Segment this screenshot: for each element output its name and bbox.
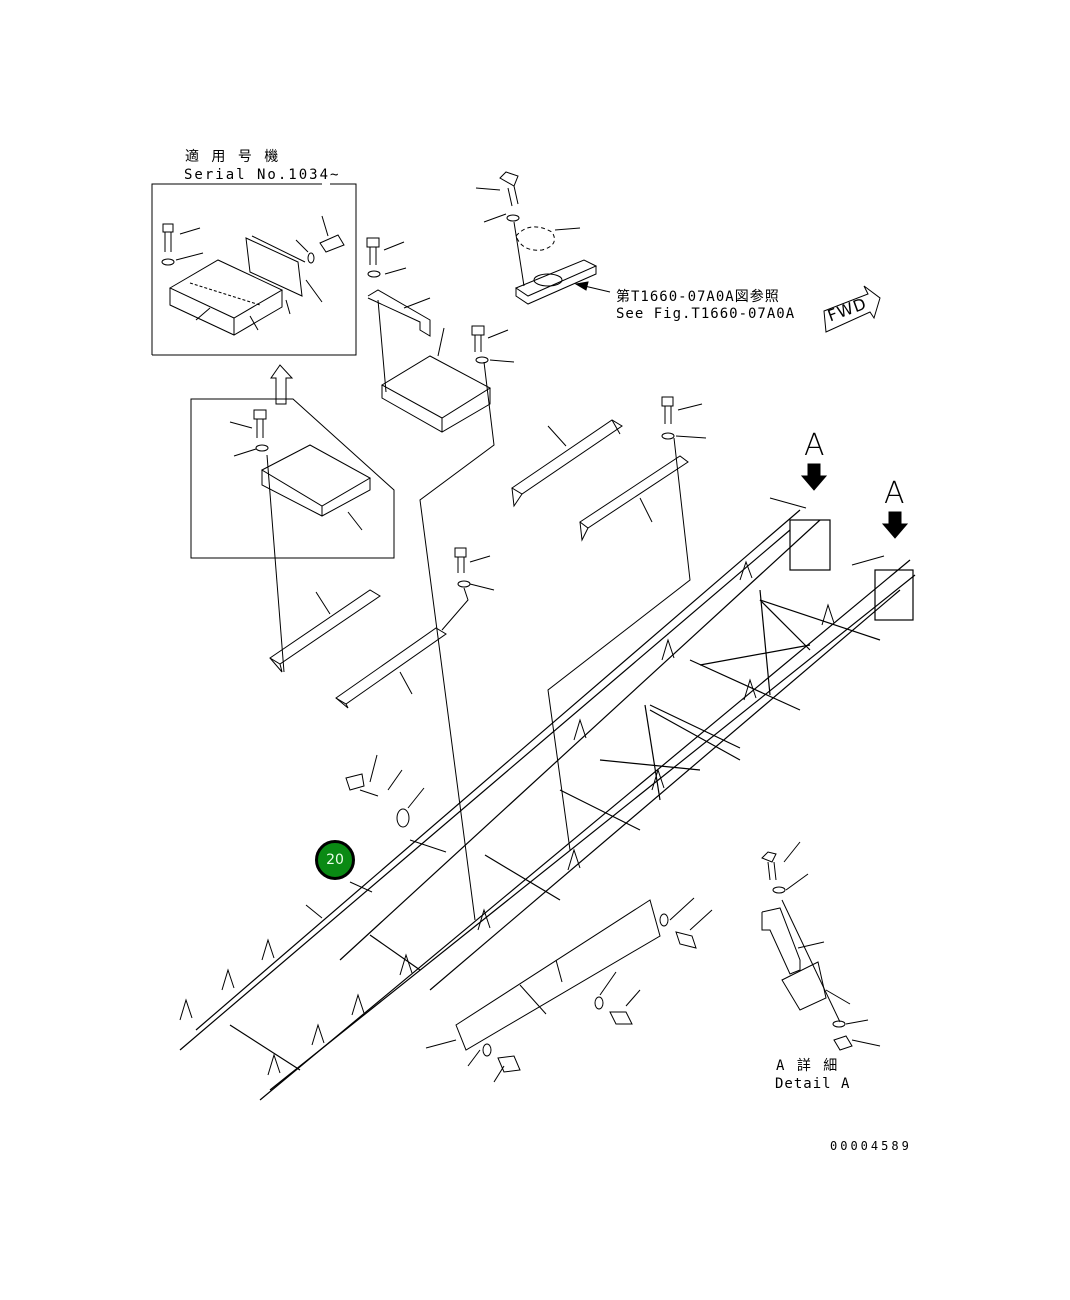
- angle-brackets: [511, 396, 707, 851]
- reference-jp: 第T1660-07A0A図参照: [616, 289, 780, 305]
- frame-posts: [179, 560, 835, 1076]
- inset-serial-box: [151, 183, 357, 356]
- lower-bolts: [305, 754, 713, 1083]
- top-plate-assembly: [475, 171, 611, 305]
- view-marker-1: A: [804, 428, 825, 463]
- inset-box-2: [190, 398, 395, 673]
- reference-en: See Fig.T1660-07A0A: [616, 306, 796, 322]
- fwd-arrow: [823, 285, 881, 333]
- detail-a-assembly: [761, 841, 881, 1051]
- view-arrow-2: [881, 511, 909, 539]
- side-plate: [455, 899, 661, 1051]
- detail-label-en: Detail A: [775, 1076, 851, 1092]
- view-arrow-1: [800, 463, 828, 491]
- arrow-up: [270, 364, 294, 405]
- inset-title-en: Serial No.1034~: [184, 167, 341, 183]
- detail-label-jp: A 詳 細: [776, 1058, 840, 1074]
- callout-badge[interactable]: 20: [315, 840, 355, 880]
- drawing-number: 00004589: [830, 1139, 912, 1153]
- left-brackets: [269, 547, 495, 709]
- upper-box-assembly: [366, 237, 515, 921]
- inset-title-jp: 適 用 号 機: [185, 149, 281, 165]
- view-marker-2: A: [884, 476, 905, 511]
- main-frame: [179, 509, 916, 1101]
